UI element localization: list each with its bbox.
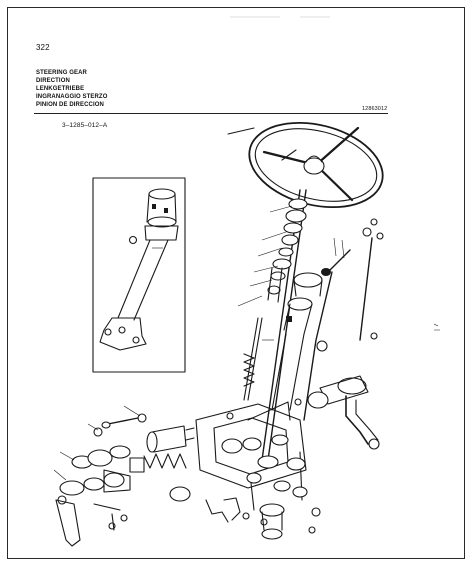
header-rule xyxy=(34,113,388,114)
upper-shaft-parts xyxy=(237,189,308,461)
title-english: STEERING GEAR xyxy=(36,70,87,76)
plate-number: 322 xyxy=(36,43,50,52)
column-jacket xyxy=(262,272,323,411)
diagram-frame xyxy=(7,7,465,559)
inset-column-housing xyxy=(92,177,186,373)
title-german: LENKGETRIEBE xyxy=(36,86,85,92)
left-sector-assembly xyxy=(53,405,195,547)
title-french: DIRECTION xyxy=(36,78,70,84)
title-spanish: PINION DE DIRECCION xyxy=(36,102,104,108)
title-italian: INGRANAGGIO STERZO xyxy=(36,94,108,100)
lower-brackets xyxy=(205,497,321,540)
pitman-arm xyxy=(294,375,380,450)
steering-wheel xyxy=(227,121,384,209)
drag-link-rods xyxy=(303,218,384,421)
reference-code: 12863012 xyxy=(362,106,388,112)
scan-edge-marks xyxy=(230,16,440,331)
part-code: 3–1285–012–A xyxy=(62,122,108,129)
gear-housing xyxy=(195,401,308,511)
